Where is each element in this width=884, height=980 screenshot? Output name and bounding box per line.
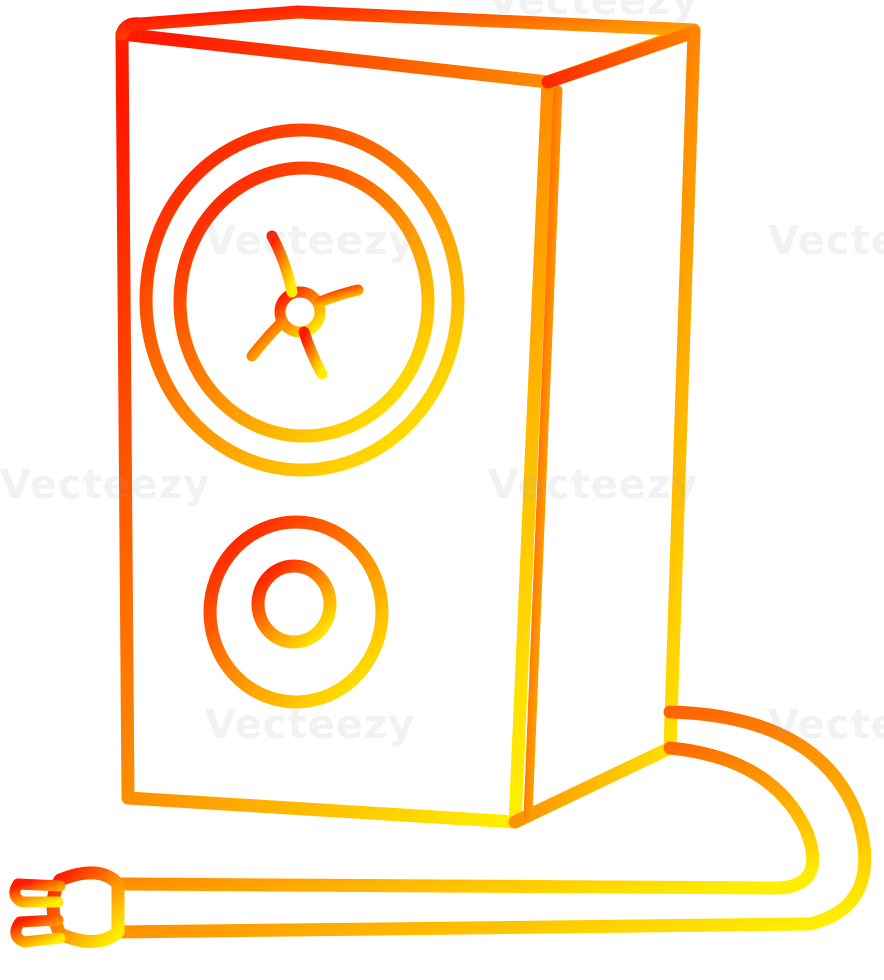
tweeter-outer-ring bbox=[203, 515, 389, 709]
cabinet-side-edge bbox=[523, 85, 563, 821]
woofer-spoke-bottom bbox=[298, 326, 328, 380]
plug-prong-lower bbox=[10, 914, 66, 948]
power-cord-upper bbox=[111, 705, 872, 939]
power-cord-lower bbox=[111, 741, 820, 895]
woofer-outer-ring bbox=[139, 123, 465, 477]
woofer-spoke-top bbox=[266, 230, 298, 298]
woofer-inner-ring bbox=[173, 161, 435, 443]
plug-body bbox=[46, 866, 125, 949]
cabinet-top bbox=[115, 5, 701, 89]
woofer-center-cap bbox=[274, 286, 326, 338]
woofer-spoke-right bbox=[314, 284, 364, 308]
tweeter-inner-ring bbox=[251, 559, 337, 649]
plug-prong-upper bbox=[9, 878, 66, 908]
woofer-spoke-left bbox=[246, 316, 288, 362]
cabinet-side bbox=[508, 25, 701, 829]
